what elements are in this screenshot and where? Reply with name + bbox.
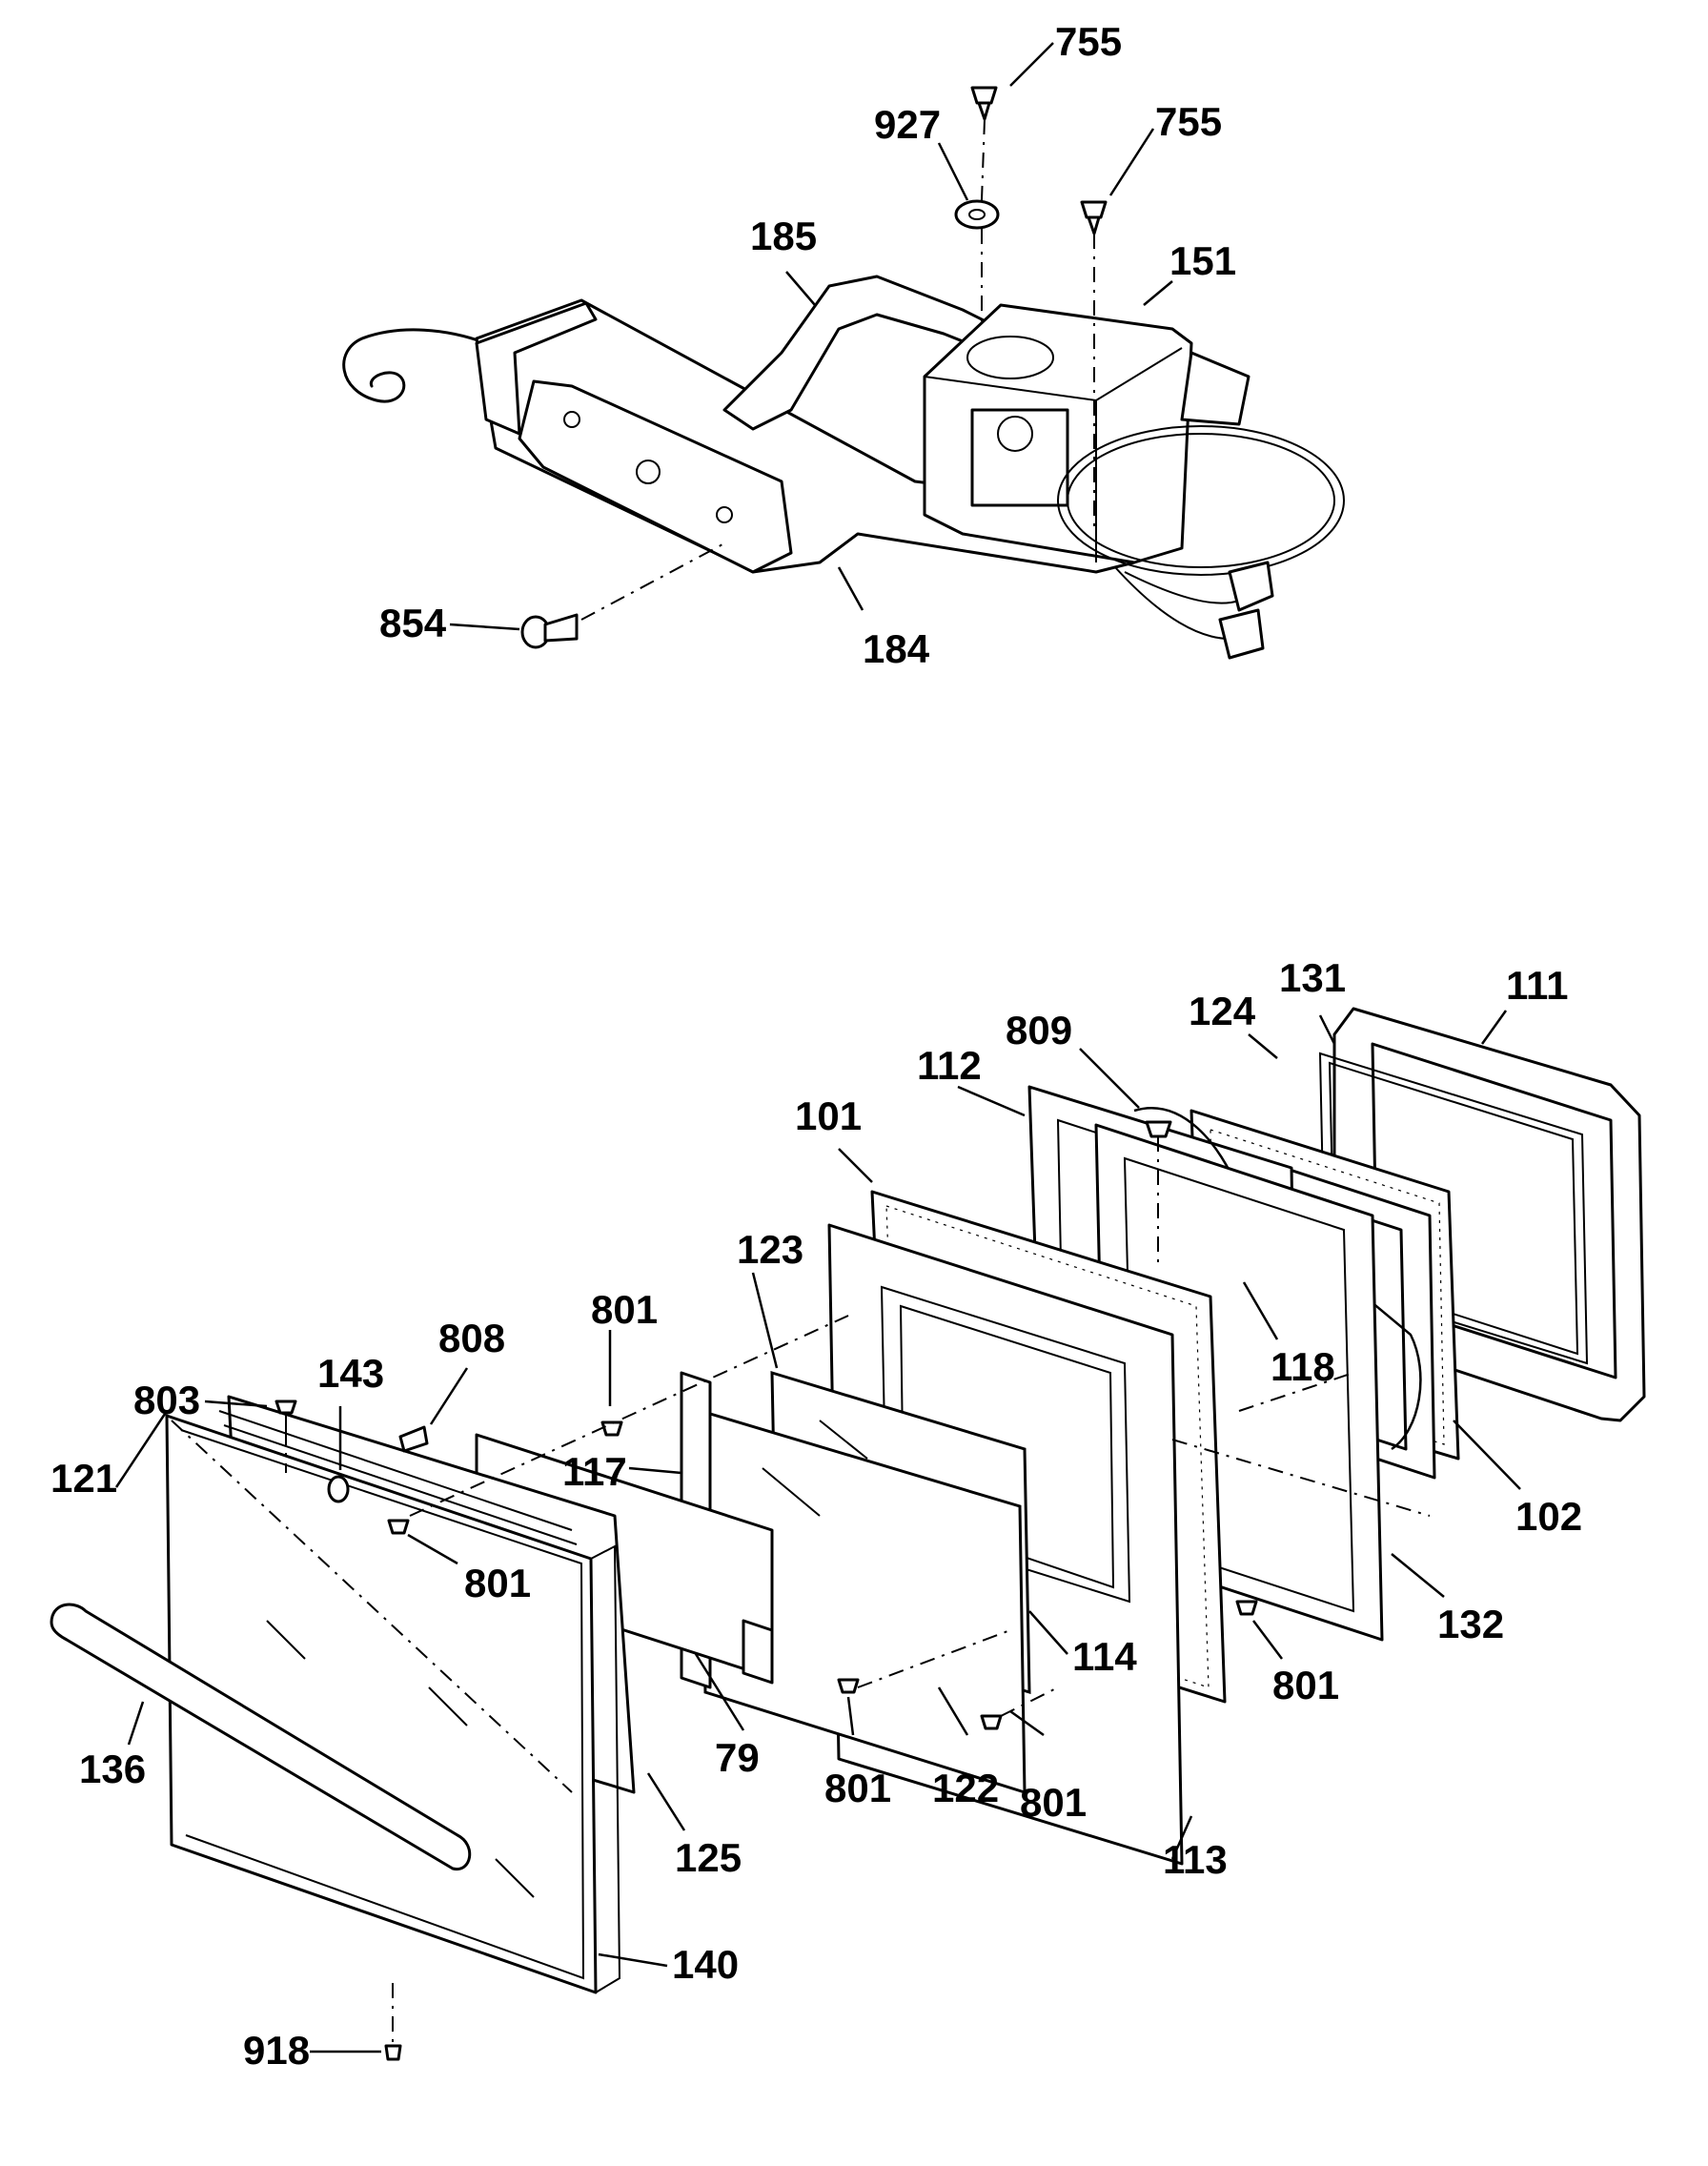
screw-801-bottom [980, 1714, 1003, 1730]
shield-foot [742, 1619, 774, 1685]
insulation-texture [1210, 1129, 1445, 1445]
callout-102: 102 [1515, 1494, 1582, 1539]
assembly-line [580, 542, 725, 621]
callout-123: 123 [737, 1227, 803, 1272]
callout-801: 801 [464, 1561, 531, 1605]
callout-854: 854 [379, 601, 447, 645]
screw-803 [274, 1400, 297, 1430]
callout-918: 918 [243, 2028, 310, 2073]
latch-link-185 [722, 275, 1003, 431]
callout-184: 184 [863, 626, 930, 671]
callout-101: 101 [795, 1093, 862, 1138]
screw-755-right [1080, 200, 1108, 235]
callout-117: 117 [562, 1449, 627, 1494]
washer-927 [954, 199, 1000, 230]
callout-labels: 755 927 755 185 151 854 184 809 131 111 … [51, 19, 1582, 2073]
glass-reflection [819, 1420, 868, 1460]
screw-801-mid [837, 1678, 860, 1694]
latch-front-plate [518, 379, 793, 574]
screw-854 [520, 613, 579, 649]
screw-808 [398, 1425, 429, 1453]
latch-hook [342, 328, 488, 403]
callout-114: 114 [1072, 1634, 1137, 1679]
wire-harness [1057, 425, 1345, 576]
vent-strip [218, 1410, 573, 1531]
callout-118: 118 [1271, 1344, 1335, 1389]
motor-body [970, 408, 1069, 507]
wire-terminal [1228, 561, 1274, 612]
glass-reflection [428, 1686, 468, 1727]
vent-strip [223, 1424, 578, 1545]
motor-shaft [997, 416, 1033, 452]
glass-reflection [762, 1467, 821, 1517]
leader-lines [114, 42, 1521, 2054]
callout-809: 809 [1006, 1008, 1072, 1052]
callout-143: 143 [317, 1351, 384, 1396]
wire-clip [1180, 351, 1250, 426]
callout-140: 140 [672, 1942, 739, 1987]
callout-755: 755 [1155, 99, 1222, 144]
callout-755: 755 [1055, 19, 1122, 64]
callout-131: 131 [1279, 955, 1346, 1000]
glass-reflection [495, 1858, 535, 1898]
callout-111: 111 [1506, 963, 1568, 1008]
assembly-line [409, 1315, 849, 1517]
glass-reflection [266, 1620, 306, 1660]
callout-808: 808 [438, 1316, 505, 1360]
wire-lead [1124, 571, 1240, 604]
assembly-line [1238, 1372, 1354, 1412]
assembly-line [857, 1629, 1011, 1688]
assembly-line [981, 118, 986, 201]
screw-918 [384, 2044, 402, 2061]
callout-801: 801 [824, 1766, 891, 1810]
insulation-texture [885, 1205, 1210, 1688]
screw-809 [1145, 1120, 1172, 1138]
screw-801-right [1235, 1600, 1258, 1616]
cam-disc [966, 336, 1054, 379]
callout-121: 121 [51, 1456, 117, 1501]
callout-801: 801 [1272, 1663, 1339, 1707]
callout-112: 112 [917, 1043, 982, 1088]
washer-hole [968, 209, 986, 220]
callout-113: 113 [1163, 1837, 1228, 1882]
plate-hole [563, 411, 580, 428]
outer-panel-edge [180, 1429, 585, 1980]
screw-801-left [387, 1519, 410, 1535]
door-handle-136 [50, 1603, 472, 1870]
wire-terminal [1218, 608, 1265, 660]
latch-rear-bracket [475, 301, 598, 436]
plate-hole [636, 460, 661, 484]
assembly-line [1171, 1439, 1431, 1517]
callout-124: 124 [1189, 989, 1256, 1033]
callout-185: 185 [750, 214, 817, 258]
plate-hole [716, 506, 733, 523]
callout-122: 122 [932, 1766, 999, 1810]
wire-lead [1114, 566, 1230, 640]
callout-801: 801 [1020, 1780, 1087, 1825]
screw-801-left-top [600, 1420, 623, 1437]
screw-755-top [970, 86, 998, 121]
callout-132: 132 [1437, 1602, 1504, 1646]
callout-927: 927 [874, 102, 941, 147]
callout-136: 136 [79, 1747, 146, 1791]
outer-panel-side [590, 1544, 621, 1993]
bumper-143 [327, 1475, 350, 1503]
callout-801: 801 [591, 1287, 658, 1332]
assembly-line [171, 1420, 573, 1793]
callout-803: 803 [133, 1378, 200, 1422]
callout-125: 125 [675, 1835, 742, 1880]
callout-151: 151 [1169, 238, 1236, 283]
latch-assembly [342, 86, 1345, 660]
door-assembly [50, 1007, 1646, 2061]
wire-harness [1067, 433, 1335, 568]
callout-79: 79 [715, 1735, 760, 1780]
